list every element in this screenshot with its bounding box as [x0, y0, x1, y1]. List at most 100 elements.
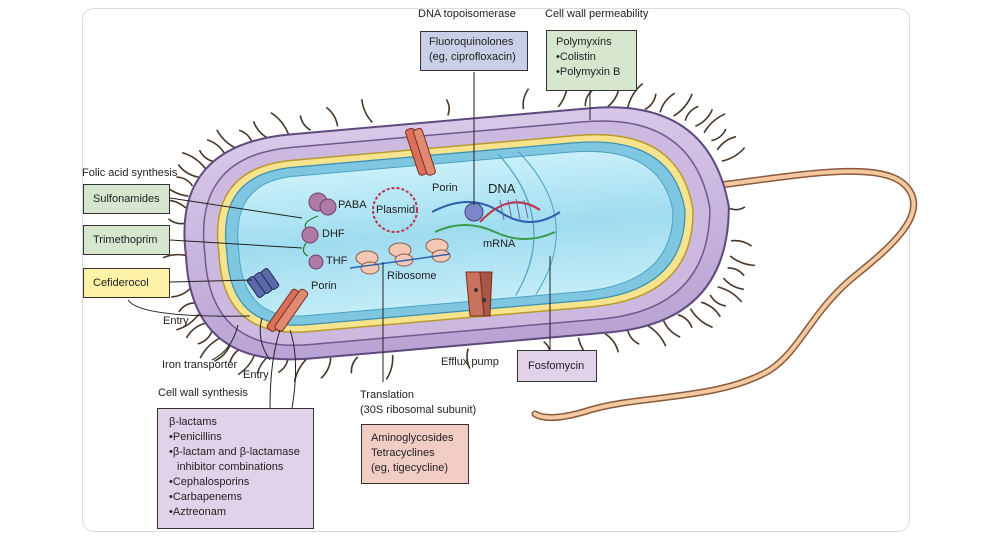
label-mrna: mRNA	[483, 238, 516, 250]
label-thf: THF	[326, 255, 348, 267]
box-cefiderocol: Cefiderocol	[83, 268, 170, 298]
label-entry-2: Entry	[243, 369, 269, 381]
beta-lactams-item-cont: inhibitor combinations	[177, 461, 284, 473]
aminoglycosides-line3: (eg, tigecycline)	[371, 462, 449, 474]
beta-lactams-item: Cephalosporins	[169, 475, 313, 490]
pilus	[350, 356, 359, 374]
pilus	[162, 253, 188, 259]
pilus	[662, 319, 681, 338]
dna-strand-red	[479, 201, 541, 223]
box-beta-lactams: β-lactams Penicillins β-lactam and β-lac…	[157, 408, 314, 529]
polymyxins-item: Colistin	[556, 50, 636, 65]
pilus	[270, 112, 290, 135]
paba-to-dhf-arrow	[304, 215, 319, 229]
pilus	[700, 301, 721, 318]
pilus	[445, 99, 450, 116]
aminoglycosides-line2: Tetracyclines	[371, 447, 435, 459]
pilus	[252, 121, 270, 140]
pilus	[626, 82, 644, 108]
thf-blob	[308, 254, 324, 270]
polymyxins-list: Colistin Polymyxin B	[556, 50, 636, 80]
pilus	[646, 324, 667, 347]
mrna-strand	[434, 224, 556, 240]
beta-lactams-title: β-lactams	[169, 416, 217, 428]
label-efflux-pump: Efflux pump	[441, 356, 499, 368]
pilus	[684, 105, 699, 121]
porin-top	[405, 127, 436, 176]
label-dna-topoisomerase: DNA topoisomerase	[418, 8, 516, 20]
plasmid-ring	[372, 187, 418, 233]
ribosome-mrna	[349, 253, 451, 269]
pilus	[673, 93, 693, 117]
pilus	[385, 354, 394, 380]
pilus	[644, 93, 657, 111]
label-dna: DNA	[488, 181, 516, 196]
pilus	[731, 239, 753, 247]
pilus	[198, 149, 216, 163]
box-fluoroquinolones: Fluoroquinolones (eg, ciprofloxacin)	[420, 31, 528, 71]
dhf-blob	[301, 226, 319, 244]
label-iron-transporter: Iron transporter	[162, 359, 238, 371]
aminoglycosides-line1: Aminoglycosides	[371, 432, 454, 444]
pilus	[584, 89, 594, 107]
pilus	[185, 322, 205, 339]
pilus	[689, 308, 713, 329]
pilus	[703, 113, 726, 134]
polymyxins-item: Polymyxin B	[556, 65, 636, 80]
label-entry-1: Entry	[163, 315, 189, 327]
pilus	[626, 329, 640, 345]
label-cell-wall-synthesis: Cell wall synthesis	[158, 387, 248, 399]
pilus	[197, 330, 213, 345]
label-translation-detail: (30S ribosomal subunit)	[360, 404, 477, 416]
pili	[162, 82, 755, 383]
label-paba: PABA	[338, 199, 367, 211]
fluoroquinolones-line1: Fluoroquinolones	[429, 36, 514, 48]
beta-lactams-list: Penicillins β-lactam and β-lactamase inh…	[169, 430, 313, 520]
dna-strand-blue	[431, 201, 561, 223]
topoisomerase-sphere	[464, 202, 484, 222]
beta-lactams-item: β-lactam and β-lactamase	[169, 445, 313, 460]
pilus	[727, 267, 745, 277]
pilus	[721, 147, 746, 162]
pilus	[181, 151, 207, 170]
pilus	[717, 286, 743, 303]
pilus	[729, 255, 755, 267]
pilus	[176, 176, 194, 187]
pilus	[659, 92, 676, 113]
box-trimethoprim: Trimethoprim	[83, 225, 170, 255]
paba-blob	[308, 192, 337, 216]
box-sulfonamides: Sulfonamides	[83, 184, 170, 214]
pilus	[216, 129, 239, 151]
beta-lactams-item: Aztreonam	[169, 505, 313, 520]
polymyxins-title: Polymyxins	[556, 36, 612, 48]
cell-depth-arc	[497, 153, 535, 296]
pilus	[199, 337, 221, 359]
pilus	[177, 164, 199, 178]
iron-transporter	[246, 267, 280, 299]
pilus	[604, 333, 620, 353]
beta-lactams-item: Penicillins	[169, 430, 313, 445]
box-aminoglycosides: Aminoglycosides Tetracyclines (eg, tigec…	[361, 424, 469, 484]
pilus	[325, 106, 339, 127]
dhf-to-thf-arrow	[302, 242, 309, 257]
pilus	[466, 348, 471, 369]
label-dhf: DHF	[322, 228, 345, 240]
cytoplasm	[237, 150, 674, 317]
pilus	[206, 138, 227, 156]
label-folic-acid-synthesis: Folic acid synthesis	[82, 167, 178, 179]
pilus	[361, 99, 373, 123]
label-porin-bottom: Porin	[311, 280, 337, 292]
pilus	[677, 313, 693, 329]
leader-lines	[127, 72, 591, 409]
pilus	[167, 218, 186, 225]
label-translation: Translation	[360, 389, 415, 401]
pilus	[178, 302, 195, 313]
pilus	[709, 294, 727, 307]
pilus	[293, 357, 309, 383]
pilus	[171, 287, 192, 298]
box-polymyxins: Polymyxins Colistin Polymyxin B	[546, 30, 637, 91]
pilus	[320, 357, 332, 379]
pilus	[299, 115, 312, 131]
label-cell-wall-permeability: Cell wall permeability	[545, 8, 649, 20]
